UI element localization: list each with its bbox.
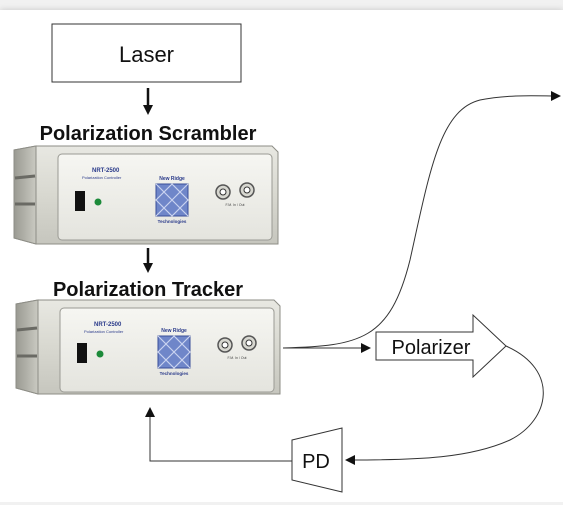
scrambler-model: NRT-2500 [92, 168, 120, 174]
scrambler-brand-line2: Technologies [158, 219, 187, 224]
polarizer-block: Polarizer [375, 313, 507, 379]
tracker-model: NRT-2500 [94, 322, 122, 328]
scrambler-subtitle: Polarization Controller [82, 175, 122, 180]
tracker-logo-icon [157, 335, 191, 369]
scrambler-power-switch [75, 191, 85, 211]
tracker-port-2 [241, 335, 257, 351]
tracker-port-1 [217, 337, 233, 353]
scrambler-logo-icon [155, 183, 189, 217]
tracker-power-switch [77, 343, 87, 363]
fiber-to-pd [345, 345, 544, 465]
pd-label: PD [302, 451, 330, 473]
tracker-brand-line2: Technologies [160, 371, 189, 376]
tracker-title: Polarization Tracker [53, 279, 243, 301]
scrambler-port-label: F.M. In / Out [225, 203, 244, 207]
fiber-to-output [282, 90, 561, 349]
diagram-canvas [0, 10, 563, 502]
scrambler-port-2 [239, 182, 255, 198]
scrambler-title: Polarization Scrambler [40, 123, 257, 145]
feedback-line [145, 407, 292, 462]
laser-box: Laser [51, 23, 242, 83]
tracker-device: NRT-2500 Polarization Controller New Rid… [15, 299, 281, 395]
tracker-led [96, 350, 104, 358]
scrambler-port-1 [215, 184, 231, 200]
scrambler-led [94, 198, 102, 206]
tracker-port-label: F.M. In / Out [227, 356, 246, 360]
tracker-brand-line1: New Ridge [161, 328, 187, 334]
bottom-strip [0, 502, 563, 505]
scrambler-device: NRT-2500 Polarization Controller New Rid… [13, 145, 279, 245]
polarizer-label: Polarizer [392, 337, 471, 359]
pd-detector: PD [291, 427, 343, 493]
tracker-subtitle: Polarization Controller [84, 329, 124, 334]
scrambler-brand-line1: New Ridge [159, 176, 185, 182]
laser-label: Laser [119, 42, 174, 67]
